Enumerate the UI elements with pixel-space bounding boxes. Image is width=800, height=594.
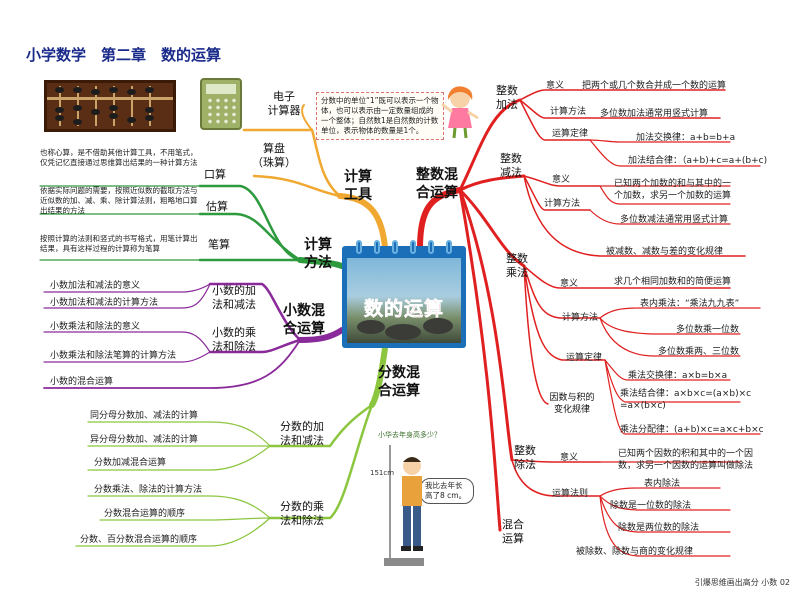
div-meaning-text: 已知两个因数的积和其中的一个因数，求另一个因数的运算叫做除法 [618,449,754,471]
add-commutative: 加法交换律：a+b=b+a [636,133,736,143]
div-change-rule: 被除数、除数与商的变化规律 [576,547,694,557]
calculator-image [200,78,242,130]
tools-branch: 计算 工具 [344,169,372,203]
mul-factor-rule: 因数与积的 变化规律 [549,393,595,415]
mul-law: 运算定律 [566,353,603,363]
add-method: 计算方法 [550,107,587,117]
boy-illustration [401,457,423,551]
integer-mixed-node: 混合 运算 [502,518,524,545]
decimal-branch: 小数混 合运算 [283,303,325,337]
height-label: 151cm [370,469,395,477]
sub-rule: 被减数、减数与差的变化规律 [606,247,724,257]
add-law: 运算定律 [552,129,589,139]
written-node: 笔算 [208,238,230,251]
written-desc: 按照计算的法则和竖式的书写格式，用笔计算出结果，具有这样过程的计算称为笔算 [40,234,198,253]
fraction-unit-note: 分数中的单位“1”既可以表示一个物体，也可以表示由一定数量组成的一个整体；自然数… [316,92,444,140]
mul-method: 计算方法 [562,313,599,323]
fraction-item: 分数加减混合运算 [94,458,167,468]
fraction-item: 分数混合运算的顺序 [104,509,186,519]
fraction-item: 分数乘法、除法的计算方法 [94,485,203,495]
page-footer: 引爆思维画出高分 小数 02 [694,578,790,587]
sub-method: 计算方法 [544,199,581,209]
decimal-item: 小数加法和减法的计算方法 [50,298,159,308]
decimal-add-sub-node: 小数的加 法和减法 [212,284,256,311]
fraction-item: 异分母分数加、减法的计算 [90,435,199,445]
add-associative: 加法结合律：（a+b)+c=a+(b+c) [628,156,768,166]
div-rule-label: 运算法则 [552,489,589,499]
oral-desc: 也称心算，是不借助其他计算工具，不用笔式，仅凭记忆直接通过思维算出结果的一种计算… [40,148,198,167]
decimal-item: 小数的混合运算 [50,377,114,387]
decimal-mul-div-node: 小数的乘 法和除法 [212,326,256,353]
calculator-node: 电子 计算器 [267,90,301,117]
fraction-branch: 分数混 合运算 [378,365,420,399]
page-title: 小学数学 第二章 数的运算 [26,46,222,64]
mul-associative: 乘法结合律：a×b×c=(a×b)×c =a×(b×c) [620,389,752,411]
integer-div-node: 整数 除法 [514,444,536,471]
girl-illustration [441,86,479,139]
add-meaning: 意义 [546,81,565,91]
height-question: 小华去年身高多少？ [378,431,441,439]
fraction-item: 分数、百分数混合运算的顺序 [80,535,198,545]
estimate-node: 估算 [206,200,228,213]
decimal-item: 小数乘法和除法笔算的计算方法 [50,351,177,361]
add-meaning-text: 把两个或几个数合并成一个数的运算 [582,81,727,91]
estimate-desc: 依据实际问题的需要，按照近似数的截取方法与近似数的加、减、乘、除计算法则，粗略地… [40,186,198,215]
div-meaning: 意义 [560,453,579,463]
sub-method-text: 多位数减法通常用竖式计算 [620,215,729,225]
mul-distributive: 乘法分配律：(a+b)×c=a×c+b×c [620,425,764,435]
mul-meaning-text: 求几个相同加数和的简便运算 [614,277,732,287]
mul-meaning: 意义 [560,279,579,289]
div-two-digit: 除数是两位数的除法 [618,523,700,533]
integer-add-node: 整数 加法 [496,84,518,111]
mul-table: 表内乘法：“乘法九九表” [640,299,740,309]
sub-meaning: 意义 [552,175,571,185]
integer-sub-node: 整数 减法 [500,152,522,179]
center-topic-label: 数的运算 [363,298,444,321]
center-topic-card [342,240,466,348]
decimal-item: 小数加法和减法的意义 [50,281,141,291]
integer-branch: 整数混 合运算 [416,167,458,201]
sub-meaning-text: 已知两个加数的和与其中的一个加数，求另一个加数的运算 [614,179,732,201]
add-method-text: 多位数加法通常用竖式计算 [600,109,709,119]
height-answer-bubble: 我比去年长高了8 cm。 [420,478,474,504]
abacus-node: 算盘 （珠算） [252,142,296,169]
mul-commutative: 乘法交换律：a×b=b×a [628,371,728,381]
fraction-item: 同分母分数加、减法的计算 [90,411,199,421]
methods-branch: 计算 方法 [304,237,332,271]
integer-mul-node: 整数 乘法 [506,252,528,279]
fraction-mul-div-node: 分数的乘 法和除法 [280,500,324,527]
mul-one-digit: 多位数乘一位数 [676,325,740,335]
decimal-item: 小数乘法和除法的意义 [50,322,141,332]
fraction-add-sub-node: 分数的加 法和减法 [280,420,324,447]
abacus-image [44,80,176,132]
mul-multi-digit: 多位数乘两、三位数 [658,347,740,357]
div-one-digit: 除数是一位数的除法 [610,501,692,511]
div-table: 表内除法 [644,479,681,489]
oral-node: 口算 [204,168,226,181]
